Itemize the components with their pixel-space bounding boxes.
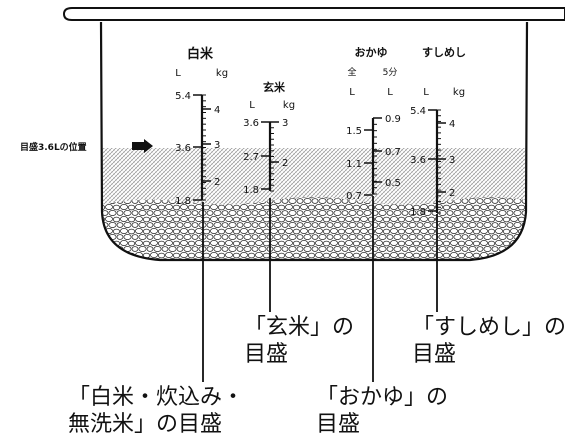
sushimeshi-callout-line2: 目盛	[412, 342, 457, 367]
level-marker: 目盛3.6Lの位置	[20, 139, 153, 153]
hakumai-right-tick-label: 3	[214, 140, 220, 151]
sushimeshi-title: すしめし	[422, 46, 466, 59]
sushimeshi-callout: 「すしめし」の 目盛	[412, 314, 565, 368]
genmai-right-tick-label: 3	[282, 118, 288, 129]
sushimeshi-right-tick-label: 2	[449, 188, 455, 199]
genmai-callout-line2: 目盛	[244, 342, 289, 367]
okayu-left-tick-label: 1.5	[346, 126, 362, 137]
genmai-right-tick-label: 2	[282, 158, 288, 169]
hakumai-right-tick-label: 2	[214, 177, 220, 188]
okayu-right-tick-label: 0.9	[385, 114, 401, 125]
hakumai-unit-left: L	[175, 68, 181, 79]
hakumai-callout: 「白米・炊込み・ 無洗米」の目盛	[68, 384, 244, 438]
hakumai-right-tick-label: 4	[214, 105, 220, 116]
hakumai-left-tick-label: 1.8	[175, 196, 191, 207]
okayu-left-tick-label: 1.1	[346, 159, 362, 170]
rice-layer	[101, 197, 527, 260]
okayu-callout-line1: 「おかゆ」の	[316, 385, 449, 410]
hakumai-unit-right: kg	[216, 68, 228, 79]
hakumai-left-tick-label: 5.4	[175, 91, 191, 102]
okayu-sub-left: 全	[347, 66, 356, 78]
genmai-callout-line1: 「玄米」の	[244, 315, 355, 340]
genmai-callout: 「玄米」の 目盛	[244, 314, 354, 368]
pot-rim	[62, 7, 565, 21]
genmai-left-tick-label: 2.7	[243, 152, 259, 163]
sushimeshi-right-tick-label: 3	[449, 155, 455, 166]
hakumai-left-tick-label: 3.6	[175, 143, 191, 154]
genmai-left-tick-label: 3.6	[243, 118, 259, 129]
okayu-unit-right: L	[387, 87, 393, 98]
okayu-unit-left: L	[349, 87, 355, 98]
okayu-sub-right: 5分	[383, 67, 398, 78]
okayu-title: おかゆ	[355, 46, 388, 59]
sushimeshi-scale: すしめし L kg 5.4 3.6 1.8 4 3 2	[410, 46, 466, 218]
okayu-right-tick-label: 0.5	[385, 178, 401, 189]
genmai-title: 玄米	[263, 80, 286, 94]
pot-body-outline	[99, 21, 529, 262]
okayu-callout-line2: 目盛	[316, 412, 361, 437]
okayu-scale: おかゆ 全 5分 L L 1.5 1.1 0.7 0.9 0.7 0.5	[346, 46, 401, 202]
genmai-unit-right: kg	[283, 100, 295, 111]
okayu-right-tick-label: 0.7	[385, 147, 401, 158]
sushimeshi-right-tick-label: 4	[449, 119, 455, 130]
genmai-unit-left: L	[249, 100, 255, 111]
hakumai-callout-line2: 無洗米」の目盛	[68, 412, 223, 437]
genmai-scale: 玄米 L kg 3.6 2.7 1.8 3 2	[243, 80, 295, 196]
okayu-callout: 「おかゆ」の 目盛	[316, 384, 448, 438]
sushimeshi-left-tick-label: 5.4	[410, 106, 426, 117]
sushimeshi-left-tick-label: 3.6	[410, 155, 426, 166]
hakumai-title: 白米	[187, 46, 214, 62]
sushimeshi-callout-line1: 「すしめし」の	[412, 315, 565, 340]
sushimeshi-left-tick-label: 1.8	[410, 207, 426, 218]
marker-label: 目盛3.6Lの位置	[20, 141, 87, 153]
hakumai-callout-line1: 「白米・炊込み・	[68, 385, 245, 410]
genmai-left-tick-label: 1.8	[243, 185, 259, 196]
sushimeshi-unit-left: L	[423, 87, 429, 98]
hakumai-scale: 白米 L kg 5.4 3.6 1.8 4 3 2	[175, 46, 228, 207]
sushimeshi-unit-right: kg	[453, 87, 465, 98]
marker-arrow-icon	[132, 139, 153, 153]
okayu-left-tick-label: 0.7	[346, 191, 362, 202]
